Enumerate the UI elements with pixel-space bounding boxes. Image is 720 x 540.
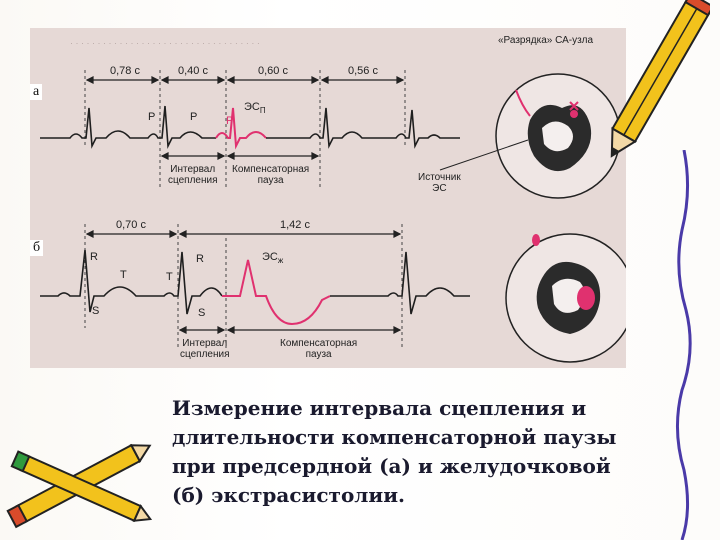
ecg-extrasystole-b xyxy=(222,260,330,324)
strip-b-s-wave-1: S xyxy=(92,306,99,317)
strip-b-t-wave-2: T xyxy=(166,272,173,283)
strip-a-interval-4: 0,56 с xyxy=(348,66,378,77)
ecg-figure: · · · · · · · · · · · · · · · · · · · · … xyxy=(30,28,626,368)
strip-a-interval-3: 0,60 с xyxy=(258,66,288,77)
decorative-squiggle xyxy=(664,150,704,540)
strip-a-p-wave-2: P xyxy=(190,112,197,123)
strip-a-p-wave-ectopic: P xyxy=(226,116,233,127)
strip-a-interval-2: 0,40 с xyxy=(178,66,208,77)
heart-source-illustration xyxy=(440,74,620,198)
row-label-b: б xyxy=(30,240,43,256)
strip-a-interval-1: 0,78 с xyxy=(110,66,140,77)
sa-node-title: «Разрядка» СА-узла xyxy=(498,36,593,46)
slide-caption: Измерение интервала сцепления и длительн… xyxy=(172,394,632,510)
strip-b-extrasystole-label: ЭСж xyxy=(262,252,283,265)
ecg-drawing xyxy=(30,28,626,368)
strip-b-interval-2: 1,42 с xyxy=(280,220,310,231)
strip-b-interval-1: 0,70 с xyxy=(116,220,146,231)
strip-b-t-wave-1: T xyxy=(120,270,127,281)
row-label-a: а xyxy=(30,84,42,100)
strip-b-r-wave-1: R xyxy=(90,252,98,263)
crossed-pencils-icon xyxy=(0,430,160,540)
strip-a-bottom-arrows xyxy=(162,153,318,159)
strip-a-extrasystole-label: ЭСП xyxy=(244,102,266,115)
ecg-trace-b-tail xyxy=(330,252,470,314)
strip-a-interval-arrows xyxy=(87,77,403,83)
strip-b-s-wave-2: S xyxy=(198,308,205,319)
pencil-icon xyxy=(600,0,710,170)
strip-a-p-wave-1: P xyxy=(148,112,155,123)
ecg-trace-b xyxy=(40,250,222,314)
ecg-trace-a-tail xyxy=(266,108,460,146)
strip-b-r-wave-2: R xyxy=(196,254,204,265)
heart-ventricular-illustration xyxy=(506,234,626,362)
